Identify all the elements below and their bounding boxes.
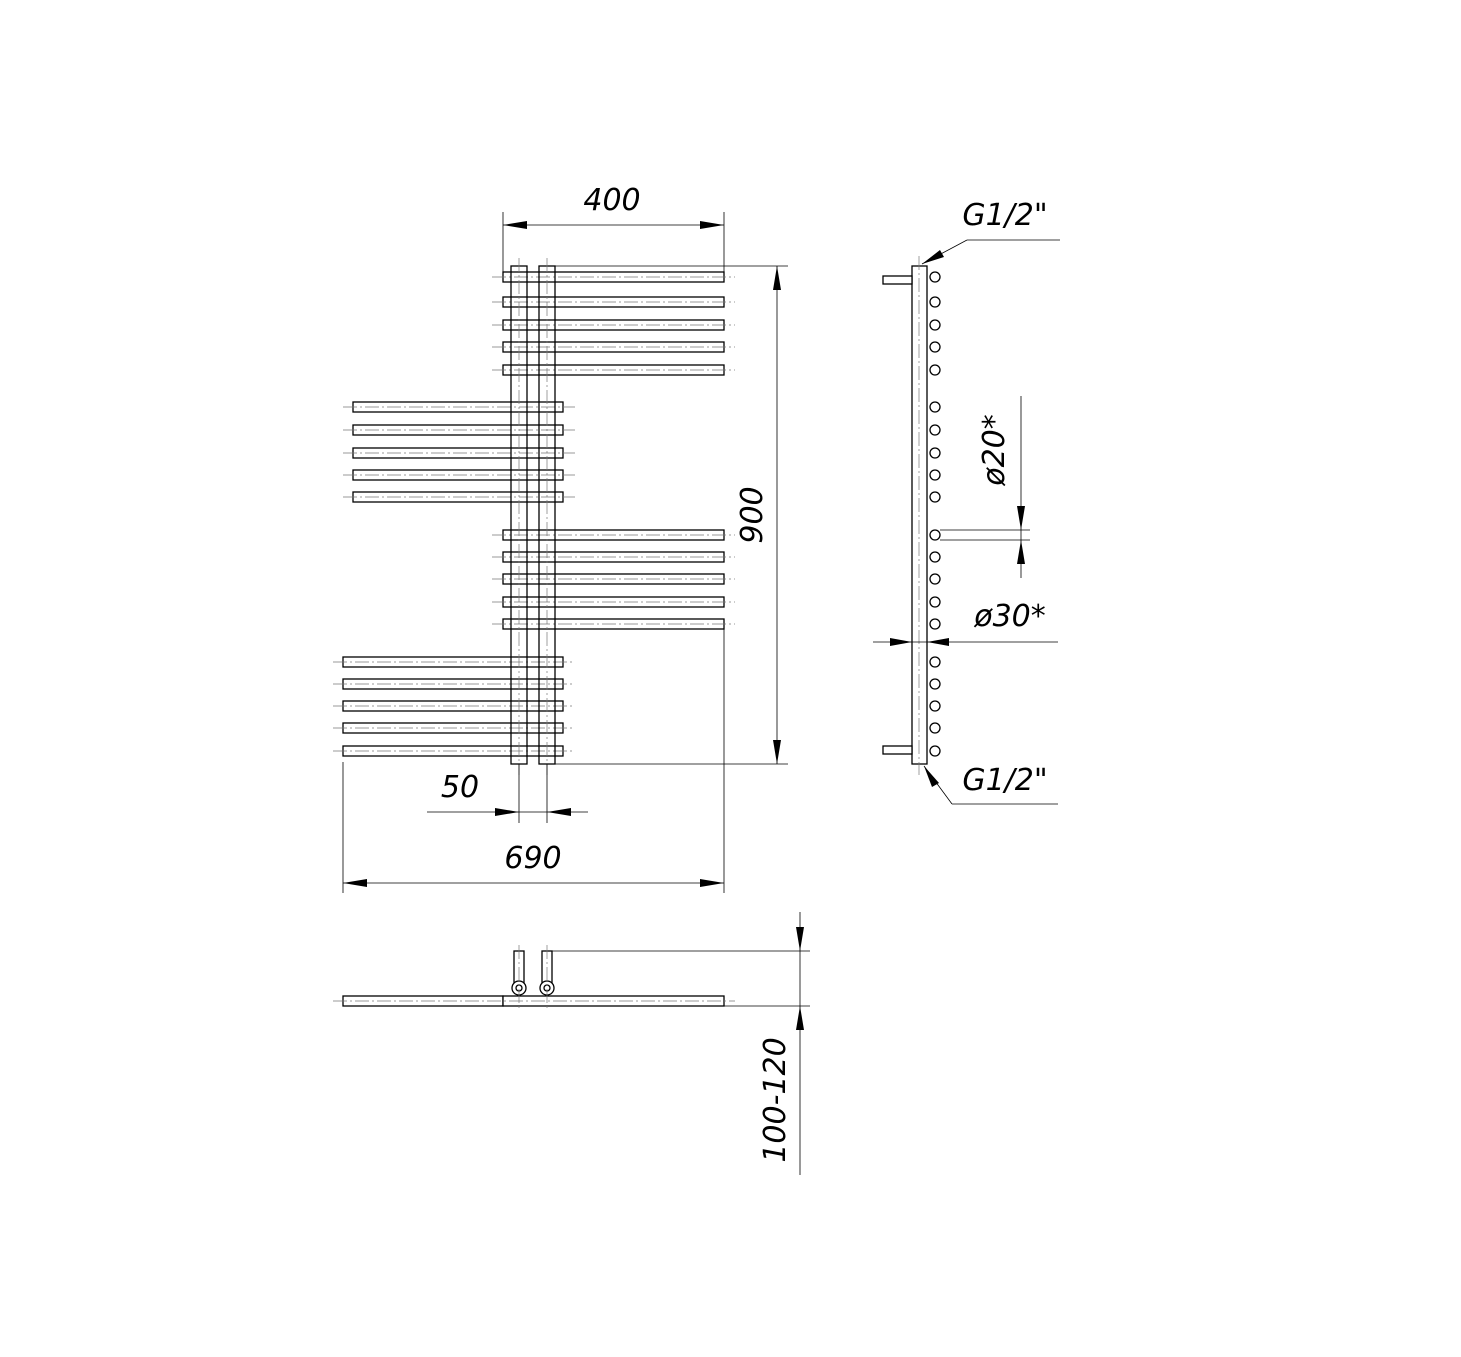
collectors xyxy=(510,258,556,775)
connection-bottom-callout: G1/2" xyxy=(923,763,1058,805)
dimension-400: 400 xyxy=(502,183,725,272)
front-view: 400 900 50 690 xyxy=(333,183,788,893)
bar-group-lower-left xyxy=(342,656,564,757)
tube-sections xyxy=(929,271,941,757)
dimension-690-label: 690 xyxy=(504,841,561,876)
bar-group-lower-right xyxy=(502,529,725,630)
dimension-50-label: 50 xyxy=(441,770,479,805)
dimension-100-120-label: 100-120 xyxy=(758,1037,793,1162)
connection-top-callout: G1/2" xyxy=(921,198,1060,265)
connection-top-label: G1/2" xyxy=(962,198,1047,233)
dimension-50: 50 xyxy=(427,764,588,823)
connection-bottom-label: G1/2" xyxy=(962,763,1047,798)
dimension-690: 690 xyxy=(342,629,725,893)
collector-diameter-dimension: ø30* xyxy=(873,599,1058,646)
dimension-900: 900 xyxy=(555,265,788,765)
top-view: 100-120 xyxy=(333,912,810,1175)
bar-group-upper-left xyxy=(352,401,564,503)
side-view: G1/2" G1/2" ø20* ø30* xyxy=(873,198,1060,805)
collector-diameter-label: ø30* xyxy=(973,599,1046,634)
tube-diameter-label: ø20* xyxy=(977,414,1012,487)
tube-diameter-dimension: ø20* xyxy=(940,396,1030,578)
bar-center-lines xyxy=(333,276,735,752)
dimension-100-120: 100-120 xyxy=(552,912,810,1175)
dimension-900-label: 900 xyxy=(735,486,770,543)
bar-group-upper-right xyxy=(502,271,725,376)
dimension-400-label: 400 xyxy=(583,183,640,218)
